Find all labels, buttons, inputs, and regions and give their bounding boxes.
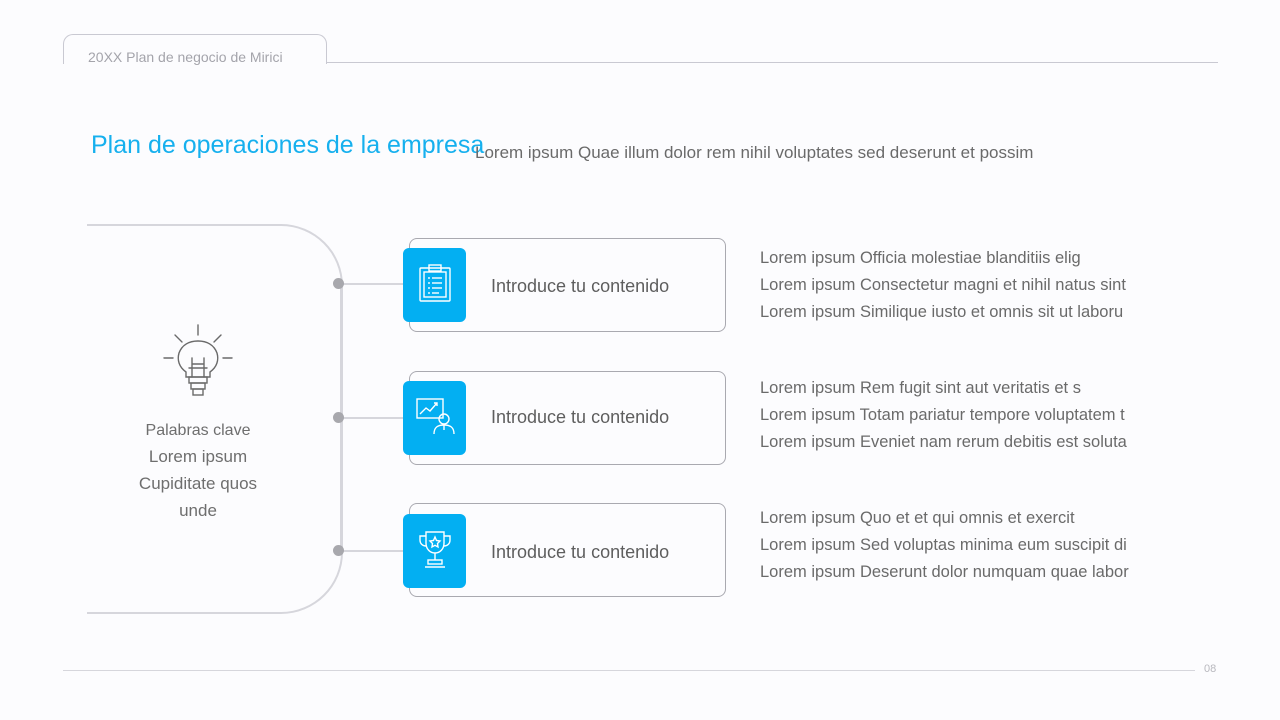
step-icon-box [403, 514, 466, 588]
step-icon-box [403, 381, 466, 455]
connector-dot [333, 278, 344, 289]
connector-dot [333, 545, 344, 556]
step-label[interactable]: Introduce tu contenido [491, 407, 670, 427]
slide-subtitle[interactable]: Lorem ipsum Quae illum dolor rem nihil v… [475, 143, 1034, 162]
lightbulb-icon [159, 322, 237, 405]
trophy-icon [417, 529, 453, 574]
connector-dot [333, 412, 344, 423]
step-details[interactable]: Lorem ipsum Quo et et qui omnis et exerc… [760, 505, 1129, 586]
connector-branch-3 [341, 550, 406, 552]
step-label[interactable]: Introduce tu contenido [491, 276, 670, 296]
connector-branch-2 [341, 417, 406, 419]
step-details[interactable]: Lorem ipsum Officia molestiae blanditiis… [760, 245, 1126, 326]
slide-title[interactable]: Plan de operaciones de la empresa [91, 131, 485, 159]
header-tab [63, 34, 327, 64]
detail-line: Lorem ipsum Similique iusto et omnis sit… [760, 303, 1124, 321]
detail-line: Lorem ipsum Eveniet nam rerum debitis es… [760, 433, 1127, 451]
keywords-title[interactable]: Palabras clave [145, 422, 251, 439]
step-icon-box [403, 248, 466, 322]
connector-branch-1 [341, 283, 406, 285]
footer-divider [63, 670, 1195, 671]
document-title: 20XX Plan de negocio de Mirici [88, 49, 283, 65]
detail-line: Lorem ipsum Quo et et qui omnis et exerc… [760, 509, 1075, 527]
step-details[interactable]: Lorem ipsum Rem fugit sint aut veritatis… [760, 375, 1127, 456]
detail-line: Lorem ipsum Rem fugit sint aut veritatis… [760, 379, 1081, 397]
clipboard-icon [417, 263, 453, 308]
presentation-icon [415, 396, 455, 441]
page-number: 08 [1204, 663, 1217, 675]
detail-line: Lorem ipsum Sed voluptas minima eum susc… [760, 536, 1127, 554]
header-divider [327, 62, 1218, 63]
detail-line: Lorem ipsum Officia molestiae blanditiis… [760, 249, 1081, 267]
detail-line: Lorem ipsum Totam pariatur tempore volup… [760, 406, 1125, 424]
keywords-text[interactable]: Lorem ipsum Cupiditate quos unde [138, 447, 258, 520]
detail-line: Lorem ipsum Deserunt dolor numquam quae … [760, 563, 1129, 581]
detail-line: Lorem ipsum Consectetur magni et nihil n… [760, 276, 1126, 294]
step-label[interactable]: Introduce tu contenido [491, 542, 670, 562]
keywords-panel [87, 224, 343, 614]
